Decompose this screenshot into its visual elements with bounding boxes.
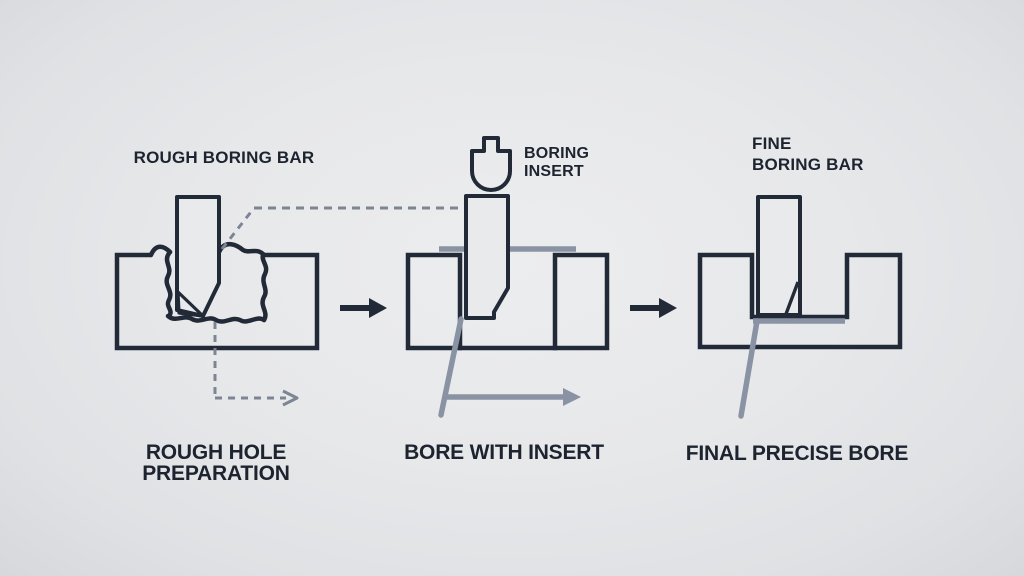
feed-diagonal-line	[438, 316, 464, 418]
rough-hole-left-wall-wave	[164, 249, 173, 319]
dashed-arrowhead-icon	[282, 389, 299, 407]
fine-cutting-tip-line	[784, 281, 800, 315]
workpiece-block-with-bore	[697, 252, 903, 350]
flow-arrow-2-icon	[630, 298, 677, 318]
workpiece-block-outline	[114, 252, 320, 351]
flow-arrow-2-head	[659, 298, 677, 318]
panel-final-bore	[697, 195, 903, 419]
step3-caption: FINAL PRECISE BORE	[685, 442, 909, 465]
workpiece-left-section	[405, 252, 463, 351]
fine-boring-bar-shape	[756, 195, 802, 317]
step1-caption: ROUGH HOLE PREPARATION	[142, 441, 290, 485]
step1-tool-label: ROUGH BORING BAR	[133, 148, 315, 167]
cutting-tip-triangle	[176, 290, 205, 318]
flow-arrow-1-icon	[340, 298, 387, 318]
step2-caption: BORE WITH INSERT	[404, 441, 604, 464]
rough-hole-right-wall-wave	[260, 252, 269, 323]
panel-rough-hole	[114, 195, 498, 407]
rough-hole-bottom-wave	[165, 313, 267, 324]
step2-insert-label: BORING INSERT	[524, 145, 590, 180]
feed-arrow-head-icon	[563, 388, 581, 406]
panel-bore-with-insert	[405, 136, 610, 418]
feed-diagonal-line-3	[738, 318, 760, 419]
dashed-leader-diagonal	[220, 207, 256, 250]
boring-insert-icon	[470, 136, 512, 192]
flow-arrow-1-head	[369, 298, 387, 318]
boring-bar-with-insert-shape	[464, 194, 510, 320]
step3-tool-label: FINE BORING BAR	[752, 134, 864, 174]
workpiece-right-section	[552, 252, 610, 351]
